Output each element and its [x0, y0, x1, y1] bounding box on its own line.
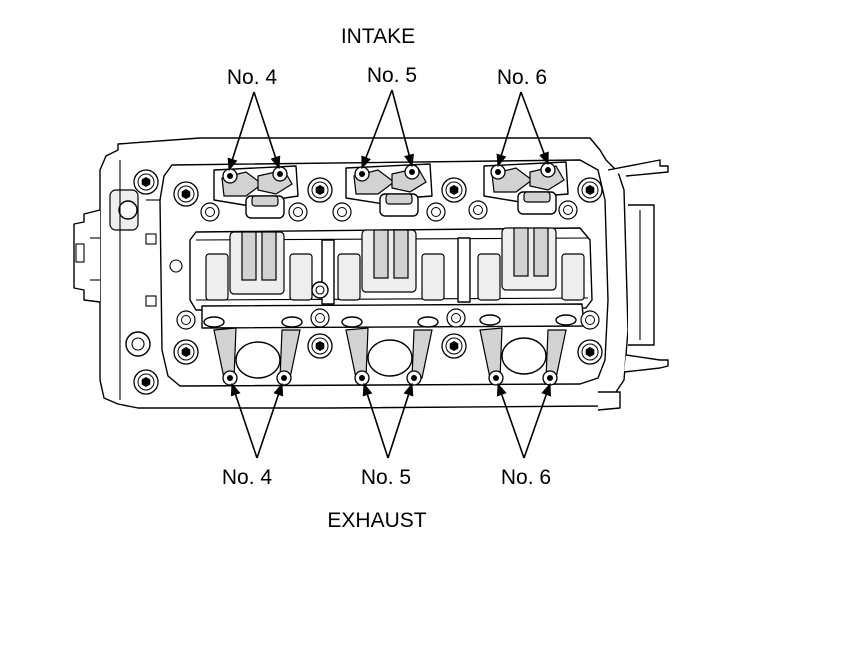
exhaust-no5-label: No. 5 — [361, 466, 411, 489]
intake-no5-arrow-left — [361, 89, 393, 170]
intake-no6-arrow-right — [520, 91, 549, 166]
exhaust-no5-arrow-left — [362, 382, 389, 459]
exhaust-no6-arrow-right — [523, 382, 552, 459]
intake-no4-arrow-left — [227, 91, 255, 172]
intake-rocker-assemblies — [213, 161, 569, 219]
intake-no5-label: No. 5 — [367, 64, 417, 87]
exhaust-rocker-assemblies — [213, 327, 567, 386]
intake-no5-arrow-right — [391, 89, 415, 168]
exhaust-label: EXHAUST — [327, 509, 426, 532]
intake-no6-arrow-left — [496, 91, 522, 168]
exhaust-no6-arrow-left — [496, 382, 525, 459]
exhaust-no5-arrow-right — [387, 382, 414, 459]
intake-no4-label: No. 4 — [227, 66, 278, 89]
exhaust-no4-arrow-left — [230, 382, 258, 459]
intake-callout-arrows — [227, 89, 549, 172]
exhaust-no4-label: No. 4 — [222, 466, 273, 489]
exhaust-no6-label: No. 6 — [501, 466, 551, 489]
exhaust-callout-arrows — [230, 382, 552, 459]
camshaft-area — [189, 227, 593, 329]
intake-no6-label: No. 6 — [497, 66, 547, 89]
intake-label: INTAKE — [341, 25, 415, 48]
intake-no4-arrow-right — [253, 91, 281, 170]
exhaust-no4-arrow-right — [256, 382, 284, 459]
